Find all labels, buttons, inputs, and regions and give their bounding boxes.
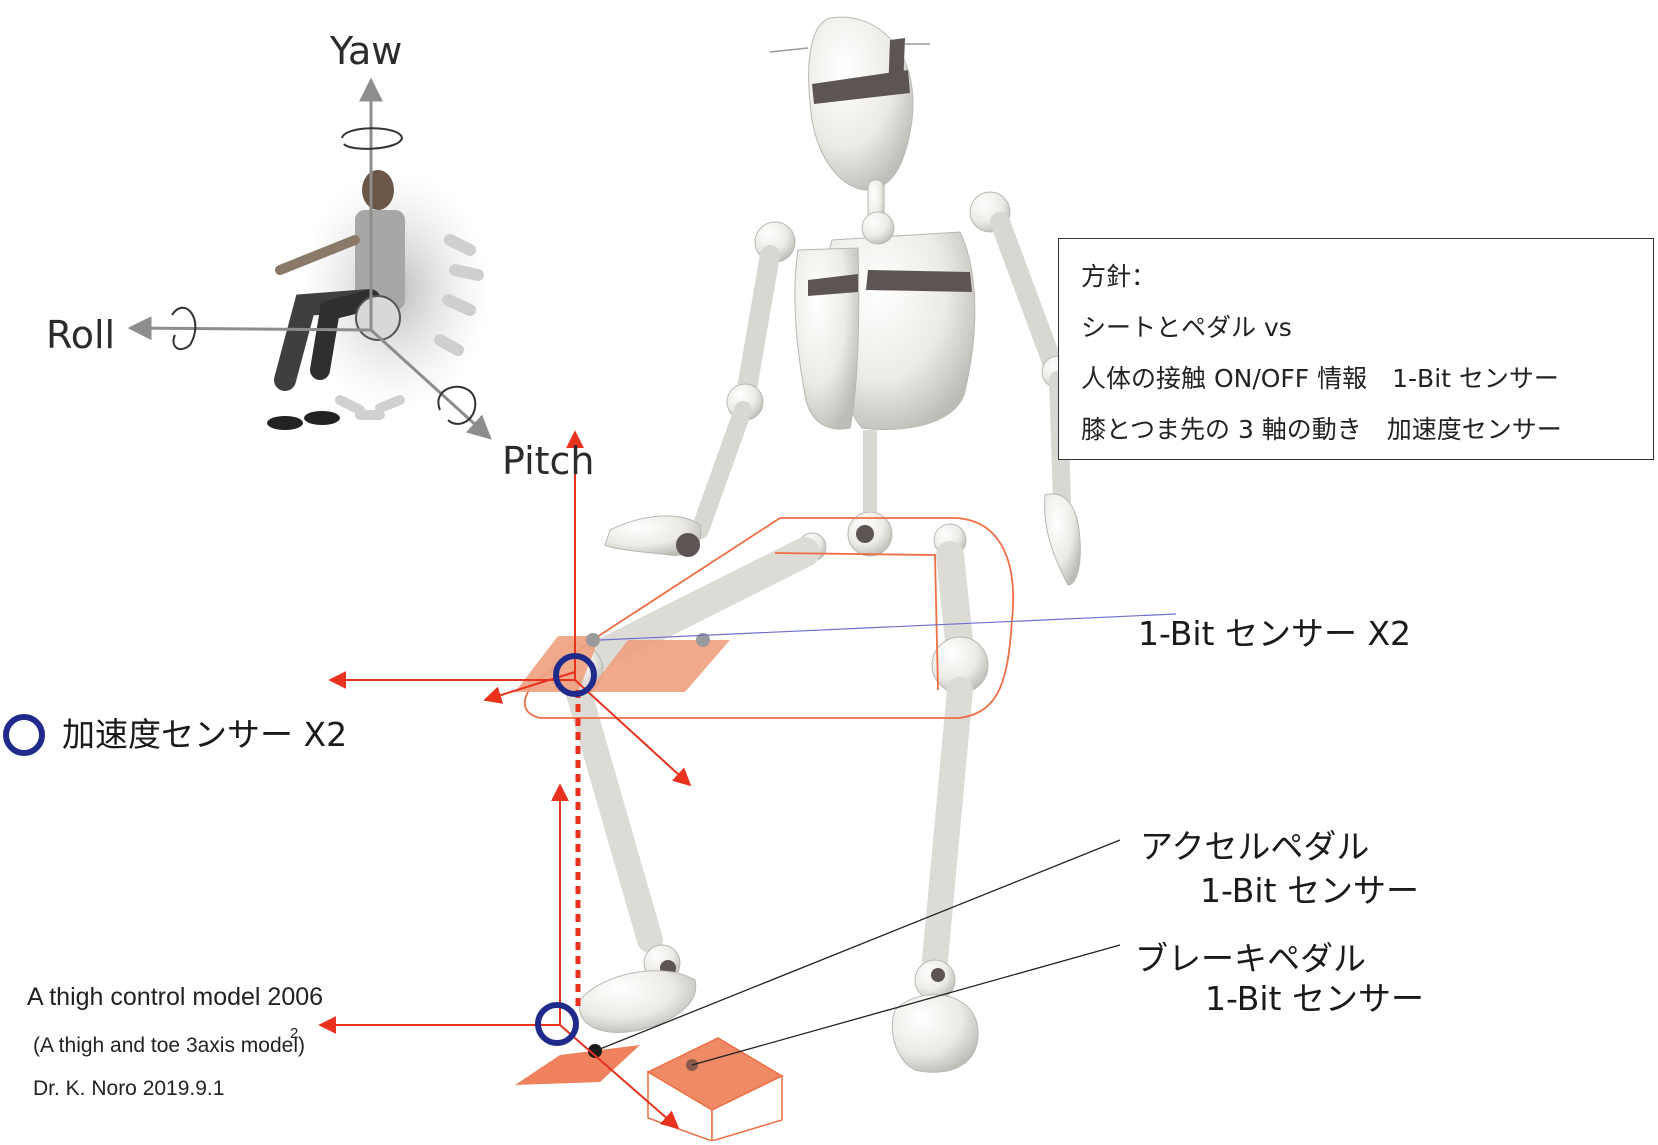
brake-pedal-sensor-label: 1-Bit センサー (1205, 982, 1424, 1015)
pedal-block-icon (648, 1038, 782, 1141)
caption-subtitle: (A thigh and toe 3axis model) (33, 1035, 305, 1056)
pitch-label: Pitch (502, 442, 595, 480)
caption-superscript: 2 (290, 1026, 298, 1041)
accel-pedal-leader (595, 840, 1120, 1051)
caption-title: A thigh control model 2006 (27, 985, 323, 1010)
caption-author: Dr. K. Noro 2019.9.1 (33, 1078, 224, 1099)
seated-person-photo (267, 170, 490, 430)
policy-line-3: 膝とつま先の 3 軸の動き 加速度センサー (1081, 404, 1631, 455)
policy-line-2: 人体の接触 ON/OFF 情報 1-Bit センサー (1081, 353, 1631, 404)
roll-label: Roll (46, 316, 115, 354)
yaw-label: Yaw (330, 32, 402, 70)
accel-pedal-sensor-label: 1-Bit センサー (1200, 874, 1419, 907)
brake-pedal-label: ブレーキペダル (1135, 942, 1366, 975)
accel-pedal-label: アクセルペダル (1140, 830, 1369, 863)
accel-sensor-legend: 加速度センサー X2 (62, 718, 347, 751)
policy-box: 方針： シートとペダル vs 人体の接触 ON/OFF 情報 1-Bit センサ… (1058, 238, 1654, 460)
policy-line-1: シートとペダル vs (1081, 302, 1631, 353)
sensor-ring-icon (6, 717, 42, 753)
seat-sensor-label: 1-Bit センサー X2 (1138, 617, 1411, 650)
policy-title: 方針： (1081, 251, 1631, 302)
roll-axis (130, 328, 371, 330)
